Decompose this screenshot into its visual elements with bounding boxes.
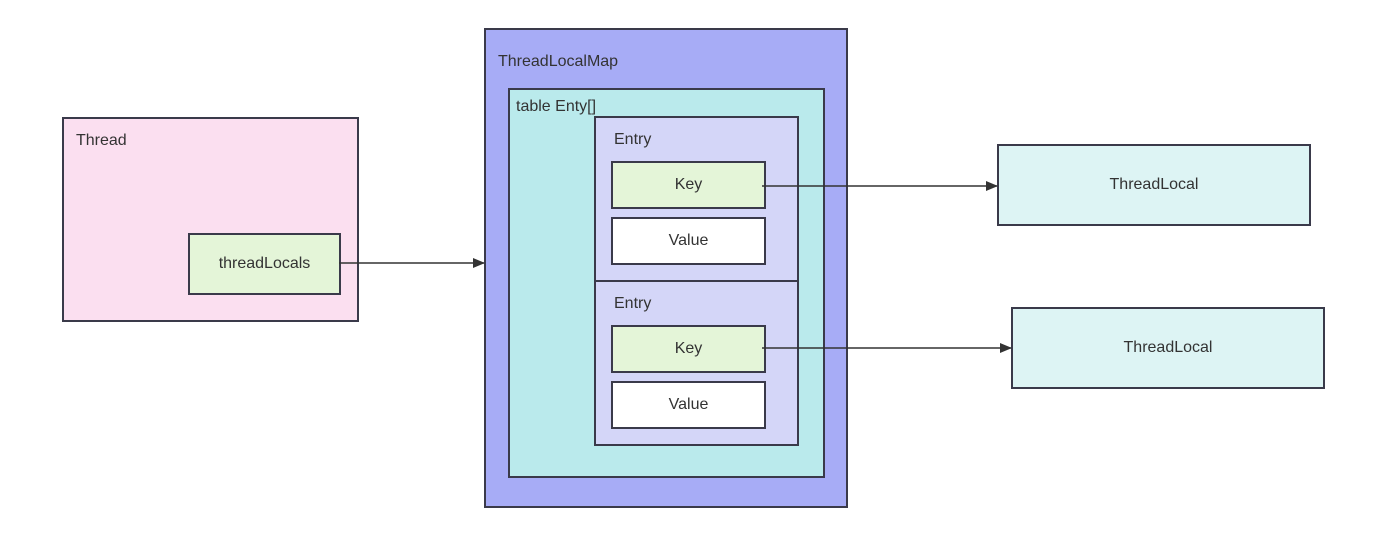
threadlocalmap-box: ThreadLocalMap table Enty[] Entry Key Va… [484, 28, 848, 508]
table-entry-array-box: table Enty[] Entry Key Value Entry Key V… [508, 88, 825, 478]
entry-box-1: Entry Key Value [594, 116, 799, 282]
thread-box: Thread threadLocals [62, 117, 359, 322]
entry-key-1: Key [611, 161, 766, 209]
threadlocal-box-2: ThreadLocal [1011, 307, 1325, 389]
threadlocalmap-title: ThreadLocalMap [498, 53, 619, 70]
entry-box-2: Entry Key Value [594, 280, 799, 446]
entry-title-2: Entry [614, 295, 652, 312]
entry-value-2: Value [611, 381, 766, 429]
entry-value-1: Value [611, 217, 766, 265]
thread-title: Thread [76, 132, 127, 149]
table-title: table Enty[] [516, 98, 597, 115]
threadlocals-field: threadLocals [188, 233, 341, 295]
entry-title-1: Entry [614, 131, 652, 148]
threadlocal-box-1: ThreadLocal [997, 144, 1311, 226]
entry-key-2: Key [611, 325, 766, 373]
